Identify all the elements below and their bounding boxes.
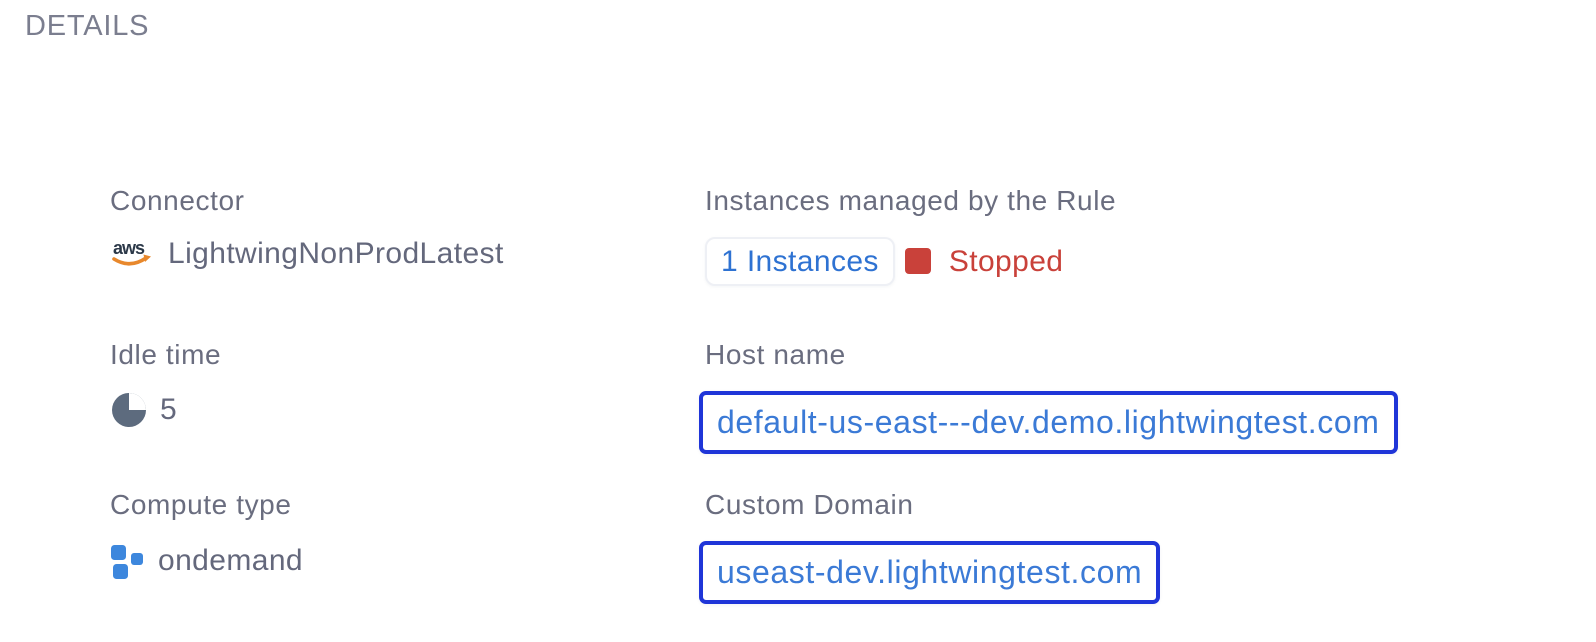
stopped-square-icon xyxy=(904,248,931,275)
host-name-label: Host name xyxy=(705,339,846,370)
compute-type-value: ondemand xyxy=(158,544,303,578)
host-name-value-row: default-us-east---dev.demo.lightwingtest… xyxy=(699,390,1398,454)
custom-domain-label: Custom Domain xyxy=(705,489,914,520)
host-name-link[interactable]: default-us-east---dev.demo.lightwingtest… xyxy=(699,390,1398,454)
field-host-name: Host name default-us-east---dev.demo.lig… xyxy=(699,339,1398,454)
page-title: DETAILS xyxy=(25,10,150,42)
custom-domain-link[interactable]: useast-dev.lightwingtest.com xyxy=(699,540,1161,604)
field-idle-time: Idle time 5 xyxy=(110,339,705,429)
connector-value: LightwingNonProdLatest xyxy=(168,237,504,271)
instances-label: Instances managed by the Rule xyxy=(705,185,1117,216)
instances-count-link[interactable]: 1 Instances xyxy=(705,236,895,286)
field-instances: Instances managed by the Rule 1 Instance… xyxy=(705,185,1398,286)
connector-value-row: aws LightwingNonProdLatest xyxy=(110,237,705,271)
compute-squares-icon xyxy=(110,541,146,581)
connector-label: Connector xyxy=(110,185,245,216)
compute-type-label: Compute type xyxy=(110,489,292,520)
aws-connector-icon: aws xyxy=(110,237,156,271)
idle-time-value-row: 5 xyxy=(110,391,705,429)
details-grid: Connector aws LightwingNonProdLatest Ins… xyxy=(110,185,1398,604)
instances-value-row: 1 Instances Stopped xyxy=(705,236,1398,286)
field-connector: Connector aws LightwingNonProdLatest xyxy=(110,185,705,271)
field-custom-domain: Custom Domain useast-dev.lightwingtest.c… xyxy=(699,489,1398,604)
custom-domain-value-row: useast-dev.lightwingtest.com xyxy=(699,540,1398,604)
idle-time-value: 5 xyxy=(160,393,178,427)
pie-time-icon xyxy=(110,391,148,429)
aws-logo-text: aws xyxy=(113,238,145,258)
idle-time-label: Idle time xyxy=(110,339,222,370)
compute-type-value-row: ondemand xyxy=(110,541,705,581)
status-label: Stopped xyxy=(948,244,1064,278)
field-compute-type: Compute type ondemand xyxy=(110,489,705,581)
